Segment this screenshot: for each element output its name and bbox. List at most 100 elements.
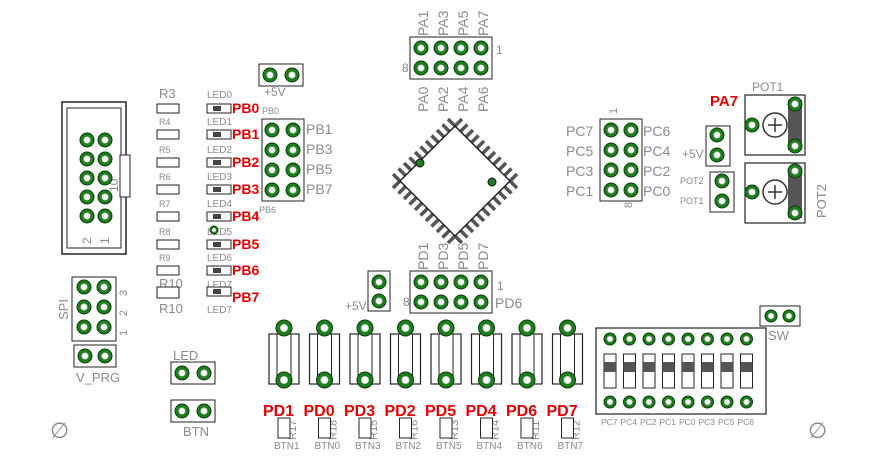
port-a-pads (413, 40, 489, 76)
resistor-body (156, 129, 180, 140)
pa-pad (453, 40, 469, 56)
mcu-lead (413, 201, 424, 212)
pot1-pad (787, 96, 803, 112)
pc-right-label: PC6 (643, 123, 670, 139)
button-resistor-body (520, 417, 534, 439)
led-label: LED1 (207, 117, 232, 128)
dip-position: PC7 (601, 332, 618, 427)
pd-pad (433, 294, 449, 310)
dip-lever-knob (701, 362, 714, 372)
mcu-lead (453, 117, 464, 128)
sw-pad (764, 309, 778, 323)
spi-pin1: 1 (118, 330, 130, 336)
dip-lever-knob (662, 362, 675, 372)
mcu-lead (503, 185, 513, 195)
pa-bottom-label: PA0 (415, 86, 431, 112)
dip-pad (681, 395, 695, 409)
pd-button-label: PD0 (304, 403, 335, 420)
mcu-lead (402, 161, 413, 172)
pd-pad (453, 294, 469, 310)
btn-jumper-pad (196, 403, 212, 419)
mcu-lead (486, 150, 497, 161)
dip-position: PC1 (660, 332, 676, 427)
dip-label: PC6 (738, 417, 755, 427)
pb-header-pb0-small: PB0 (262, 106, 279, 116)
btn-label: BTN4 (477, 441, 503, 452)
mcu-lead (486, 201, 497, 212)
pd-pad (413, 274, 429, 290)
pot-5v-label: +5V (682, 147, 704, 161)
btn-jumper: BTN (170, 399, 216, 439)
led-label: LED5 (207, 227, 232, 238)
pushbutton-pad (397, 371, 414, 389)
led-jumper-pad (174, 365, 190, 381)
pc-pad (623, 182, 639, 198)
led-jumper-pad (196, 365, 212, 381)
resistor-body (156, 184, 180, 195)
resistor-body (156, 239, 180, 250)
isp-pad (79, 170, 95, 186)
pd-pin8-label: 8 (403, 295, 410, 309)
pc-pad (603, 182, 619, 198)
mcu-lead (441, 123, 451, 133)
pushbutton-pad (559, 319, 576, 337)
spi-pin3: 3 (118, 290, 130, 296)
led-label: LED2 (207, 145, 232, 156)
spi-pad (96, 279, 112, 295)
mcu-lead (459, 123, 469, 133)
led-die (213, 106, 221, 111)
mcu-lead (408, 156, 418, 166)
pb-header-pb1: PB1 (306, 121, 333, 137)
btn-label: BTN2 (396, 441, 422, 452)
pushbutton-pad (397, 319, 414, 337)
led-die (213, 187, 221, 192)
mcu-lead (481, 207, 491, 217)
mcu-lead (435, 128, 446, 139)
mcu-lead (430, 218, 440, 228)
isp-pin2-label: 2 (80, 237, 94, 244)
dip-label: PC5 (718, 417, 735, 427)
button-resistor-body (399, 417, 412, 439)
isp-pad (97, 132, 113, 148)
dip-position: PC4 (621, 332, 637, 427)
pd-top-label: PD3 (435, 243, 451, 270)
mcu-lead (470, 134, 480, 144)
dip-pad (642, 395, 656, 409)
spi-pad (76, 279, 92, 295)
resistor-label-r10: R10 (159, 301, 183, 316)
isp-pad (79, 151, 95, 167)
mcu-lead (391, 179, 402, 190)
pc-left-label: PC5 (566, 143, 593, 159)
pc-pin1-label: 1 (608, 108, 620, 114)
mcu-lead (464, 128, 475, 139)
jumper-pads (174, 365, 212, 419)
dip-lever-knob (604, 362, 616, 372)
pushbutton-pad (559, 371, 576, 389)
port-b-header-pads (264, 122, 301, 198)
pa-bottom-label: PA2 (435, 86, 451, 112)
isp-pads (79, 132, 113, 224)
pd-button-label: PD1 (263, 403, 294, 420)
dip-position: PC3 (699, 332, 715, 427)
mcu-lead (419, 145, 429, 155)
resistor-label: R3 (159, 86, 176, 101)
led-via (209, 225, 219, 235)
pushbutton-pad (518, 319, 536, 337)
pc-left-label: PC3 (566, 163, 593, 179)
dip-lever-knob (721, 362, 733, 372)
button-resistor-body (480, 417, 493, 439)
pb-header-pad (285, 122, 301, 138)
pushbutton-pad (478, 371, 495, 389)
dip-pad (603, 332, 617, 346)
pd-pad (473, 274, 489, 290)
dip-position: PC5 (718, 332, 735, 427)
pa-pad (413, 60, 429, 76)
pc-pad (603, 122, 619, 138)
dip-position: PC2 (640, 332, 657, 427)
pc-left-label: PC1 (566, 183, 593, 199)
mcu-lead (453, 234, 464, 245)
pot2-pad (744, 184, 760, 200)
pot2-label: POT2 (814, 184, 829, 218)
sw-pad (782, 309, 796, 323)
